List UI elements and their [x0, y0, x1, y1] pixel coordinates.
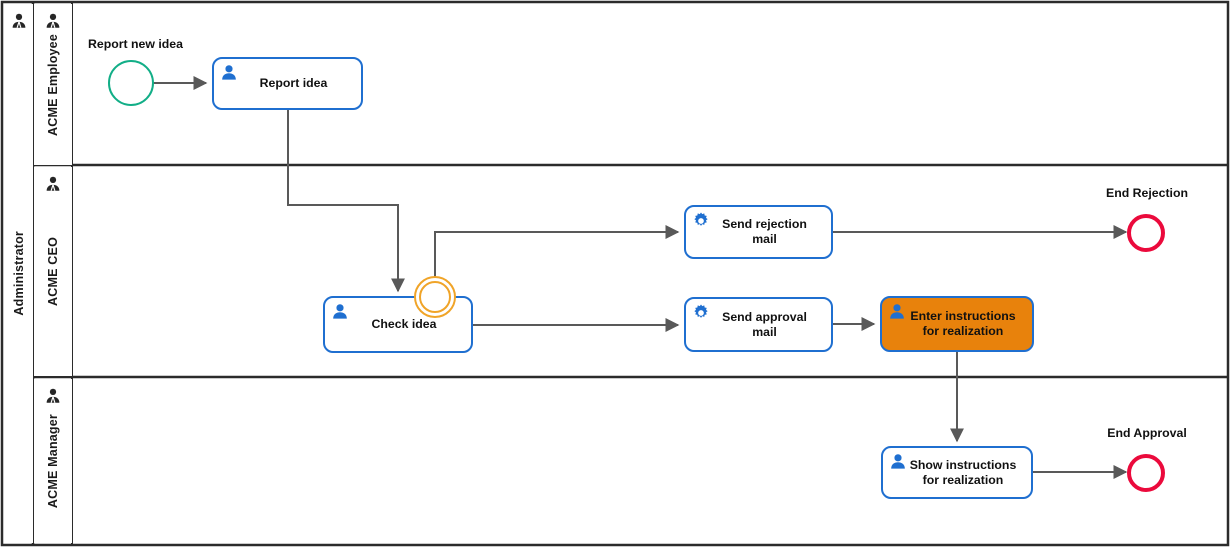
task-show-instructions-for-realization[interactable]: Show instructions for realization [881, 446, 1033, 499]
gear-icon [694, 304, 708, 318]
end-rejection-label: End Rejection [1106, 186, 1188, 200]
task-enter-instructions-for-realization[interactable]: Enter instructions for realization [880, 296, 1034, 352]
gear-icon [694, 212, 708, 226]
task-label-check-idea: Check idea [371, 317, 437, 331]
task-label-send-rejection-mail: Send rejection mail [722, 217, 807, 246]
start-event-report-new-idea[interactable] [108, 60, 154, 106]
pool-header-administrator[interactable]: Administrator [4, 4, 33, 543]
task-send-rejection-mail[interactable]: Send rejection mail [684, 205, 833, 259]
end-event-approval[interactable] [1127, 454, 1165, 492]
start-event-label: Report new idea [88, 37, 183, 51]
task-label-show-instructions: Show instructions for realization [909, 457, 1017, 487]
task-label-send-approval-mail: Send approval mail [722, 309, 807, 339]
flow-boundary-to-send-rejection-mail [434, 225, 680, 281]
user-task-icon [891, 454, 905, 469]
lane-label-text-employee: ACME Employee [46, 33, 60, 136]
task-label-report-idea: Report idea [259, 76, 328, 90]
end-approval-label: End Approval [1107, 426, 1187, 440]
flow-report-idea-to-check-idea [287, 110, 405, 293]
lane-label-text-ceo: ACME CEO [46, 237, 60, 306]
lane-header-acme-manager[interactable]: ACME Manager [34, 379, 72, 543]
lane-header-acme-ceo[interactable]: ACME CEO [34, 167, 72, 376]
end-event-rejection[interactable] [1127, 214, 1165, 252]
user-task-icon [890, 304, 904, 319]
boundary-event-check-idea-outer-ring [419, 281, 451, 313]
user-icon [46, 13, 60, 28]
user-icon [46, 388, 60, 403]
task-label-enter-instructions: Enter instructions for realization [910, 309, 1016, 338]
user-task-icon [333, 304, 347, 319]
user-icon [46, 176, 60, 191]
user-icon [12, 13, 25, 28]
task-report-idea[interactable]: Report idea [212, 57, 363, 110]
pool-label-text: Administrator [11, 231, 26, 316]
lane-header-acme-employee[interactable]: ACME Employee [34, 4, 72, 165]
task-send-approval-mail[interactable]: Send approval mail [684, 297, 833, 352]
lane-label-text-manager: ACME Manager [46, 413, 60, 509]
user-task-icon [222, 65, 236, 80]
